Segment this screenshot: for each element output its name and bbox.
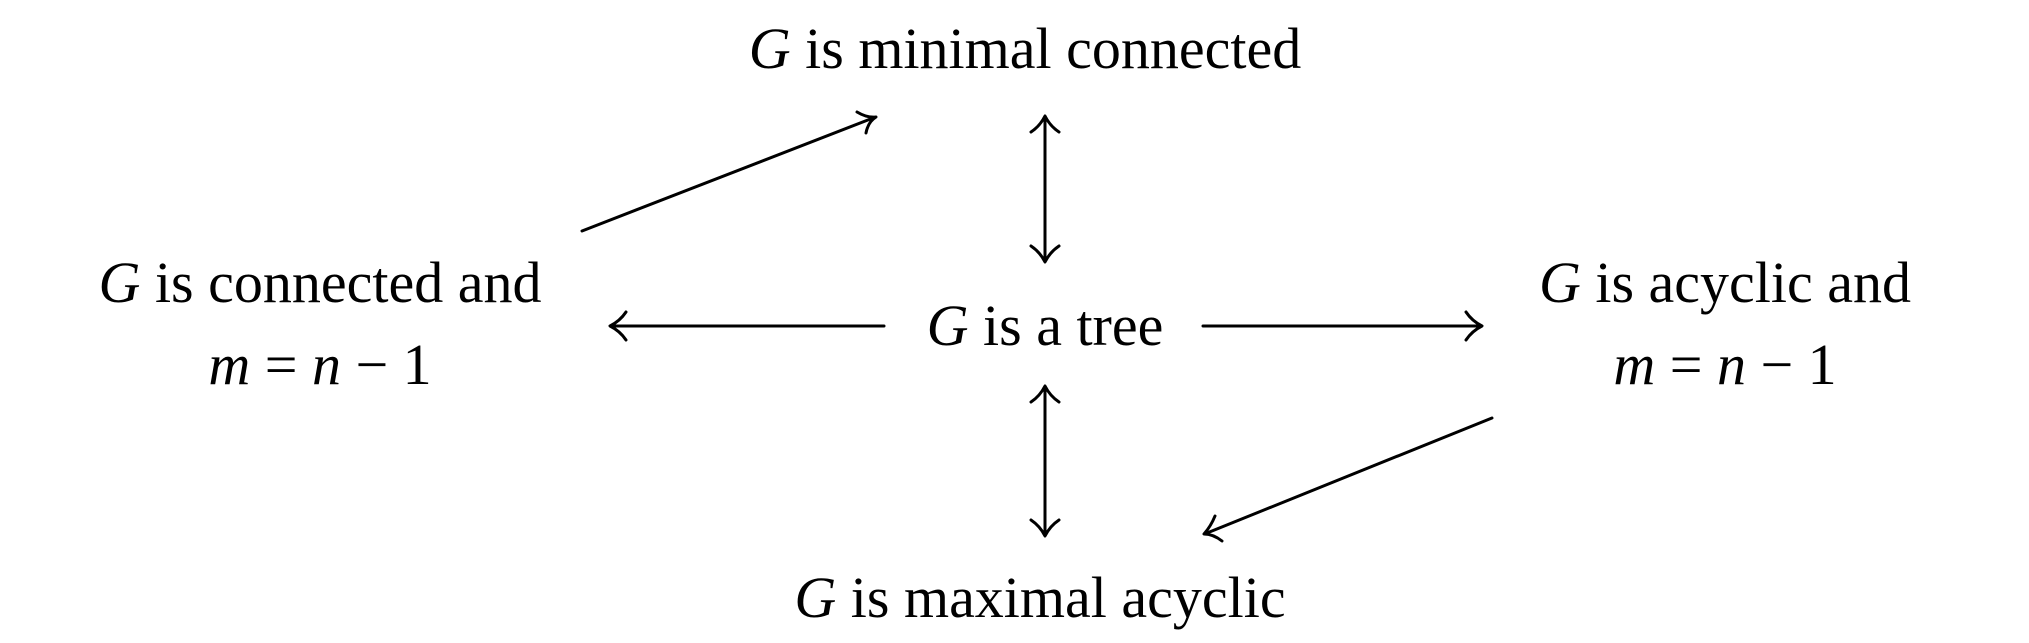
node-tree: G is a tree <box>880 285 1210 367</box>
node-maximal-acyclic: G is maximal acyclic <box>640 557 1440 639</box>
var-g: G <box>98 250 141 315</box>
arrow-center-to-right <box>1201 310 1484 342</box>
node-acyclic-and-edges: G is acyclic and m = n − 1 <box>1470 242 1980 406</box>
equals-sign: = <box>250 332 312 397</box>
arrow-center-bottom-bidirectional <box>1029 384 1061 538</box>
node-text: is maximal acyclic <box>836 565 1286 630</box>
var-m: m <box>1613 332 1656 397</box>
var-g: G <box>748 16 791 81</box>
node-text: is minimal connected <box>790 16 1302 81</box>
node-text: is acyclic and <box>1580 250 1912 315</box>
node-text: is a tree <box>968 293 1164 358</box>
arrow-top-center-bidirectional <box>1029 114 1061 264</box>
minus-one: − 1 <box>340 332 432 397</box>
edge-count-equation: m = n − 1 <box>1470 324 1980 406</box>
arrow-left-to-top <box>580 110 878 233</box>
arrow-center-to-left <box>608 310 886 342</box>
var-m: m <box>208 332 251 397</box>
edge-count-equation: m = n − 1 <box>40 324 600 406</box>
arrow-right-to-bottom <box>1202 416 1494 543</box>
var-n: n <box>311 332 341 397</box>
var-n: n <box>1716 332 1746 397</box>
var-g: G <box>926 293 969 358</box>
equals-sign: = <box>1655 332 1717 397</box>
var-g: G <box>1538 250 1581 315</box>
var-g: G <box>794 565 837 630</box>
minus-one: − 1 <box>1745 332 1837 397</box>
node-text: is connected and <box>140 250 542 315</box>
node-minimal-connected: G is minimal connected <box>620 8 1430 90</box>
node-connected-and-edges: G is connected and m = n − 1 <box>40 242 600 406</box>
